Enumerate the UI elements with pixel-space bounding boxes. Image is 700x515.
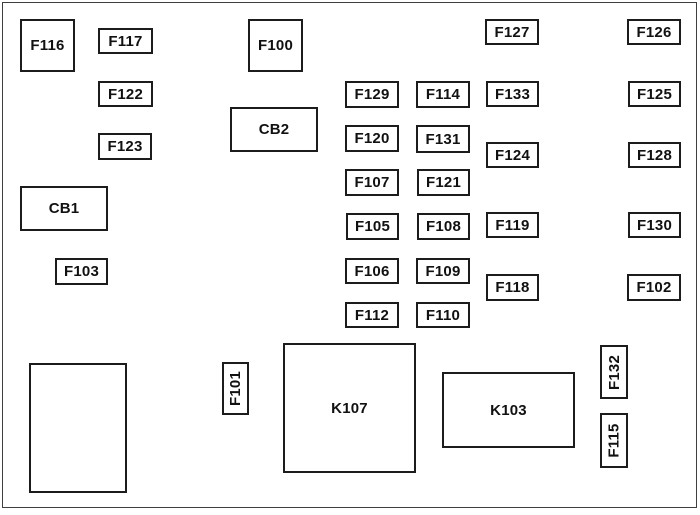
box-f108: F108 <box>417 213 470 240</box>
box-label: F133 <box>495 85 530 103</box>
box-f129: F129 <box>345 81 399 108</box>
box-f125: F125 <box>628 81 681 107</box>
box-f106: F106 <box>345 258 399 284</box>
box-label: F110 <box>425 306 461 324</box>
box-label: F106 <box>354 262 390 280</box>
box-label: F131 <box>425 130 461 148</box>
box-label: F130 <box>637 216 672 234</box>
box-label: K107 <box>331 399 368 417</box>
box-f103: F103 <box>55 258 108 285</box>
box-f127: F127 <box>485 19 539 45</box>
box-label: F117 <box>108 32 143 50</box>
box-f128: F128 <box>628 142 681 168</box>
box-f120: F120 <box>345 125 399 152</box>
box-label: F109 <box>425 262 461 280</box>
box-label: F108 <box>426 218 461 235</box>
box-f124: F124 <box>486 142 539 168</box>
box-label: F103 <box>64 263 99 280</box>
box-label: F112 <box>354 306 390 324</box>
box-label: F105 <box>355 218 390 235</box>
box-label: F129 <box>354 86 390 103</box>
box-label: F122 <box>108 85 143 103</box>
box-f115: F115 <box>600 413 628 468</box>
box-f114: F114 <box>416 81 470 108</box>
box-f118: F118 <box>486 274 539 301</box>
box-label: F126 <box>636 23 672 41</box>
box-f117: F117 <box>98 28 153 54</box>
box-cb1: CB1 <box>20 186 108 231</box>
box-f121: F121 <box>417 169 470 196</box>
box-label: F121 <box>426 174 461 191</box>
box-k103: K103 <box>442 372 575 448</box>
box-label: F102 <box>636 279 672 296</box>
box-label: F116 <box>30 37 65 54</box>
box-f101: F101 <box>222 362 249 415</box>
box-label: F101 <box>227 371 244 406</box>
box-f109: F109 <box>416 258 470 284</box>
box-label: F125 <box>637 85 672 103</box>
box-k107: K107 <box>283 343 416 473</box>
box-unlabeled <box>29 363 127 493</box>
box-f119: F119 <box>486 212 539 238</box>
box-label: F107 <box>354 174 390 191</box>
box-label: K103 <box>490 401 527 419</box>
box-label: F123 <box>107 138 143 155</box>
box-label: F124 <box>495 146 530 164</box>
box-label: CB2 <box>258 121 290 138</box>
box-f126: F126 <box>627 19 681 45</box>
box-f110: F110 <box>416 302 470 328</box>
box-f112: F112 <box>345 302 399 328</box>
box-f130: F130 <box>628 212 681 238</box>
box-f123: F123 <box>98 133 152 160</box>
box-f132: F132 <box>600 345 628 399</box>
box-label: F115 <box>605 423 623 458</box>
box-f131: F131 <box>416 125 470 153</box>
box-f105: F105 <box>346 213 399 240</box>
box-f116: F116 <box>20 19 75 72</box>
box-f102: F102 <box>627 274 681 301</box>
box-f133: F133 <box>486 81 539 107</box>
box-label: F100 <box>258 37 293 54</box>
box-label: F127 <box>494 23 530 41</box>
box-label: CB1 <box>48 200 80 217</box>
box-f122: F122 <box>98 81 153 107</box>
box-label: F114 <box>425 86 461 103</box>
box-f100: F100 <box>248 19 303 72</box>
box-cb2: CB2 <box>230 107 318 152</box>
box-label: F118 <box>495 279 530 296</box>
box-label: F132 <box>605 354 623 390</box>
box-label: F120 <box>354 130 390 147</box>
box-label: F128 <box>637 146 672 164</box>
box-label: F119 <box>495 216 530 234</box>
box-f107: F107 <box>345 169 399 196</box>
